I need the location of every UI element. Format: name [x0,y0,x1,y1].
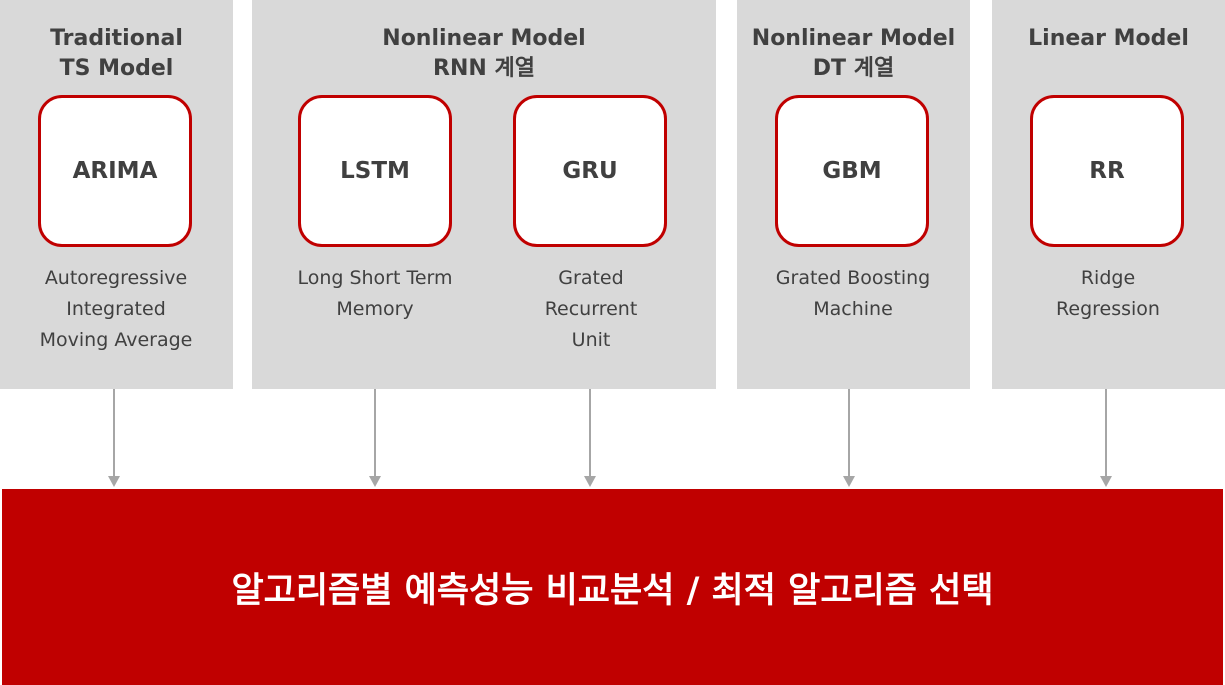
model-description-gru: Grated Recurrent Unit [544,267,638,351]
arrow-down-icon [584,389,596,487]
group-title: Traditional TS Model [50,26,183,81]
result-banner: 알고리즘별 예측성능 비교분석 / 최적 알고리즘 선택 [2,489,1223,685]
model-box-arima: ARIMA [38,95,192,247]
group-panel-rnn: Nonlinear Model RNN 계열 LSTM Long Short T… [252,0,716,389]
arrow-down-icon [1100,389,1112,487]
group-panel-dt: Nonlinear Model DT 계열 GBM Grated Boostin… [737,0,970,389]
group-title: Nonlinear Model DT 계열 [751,26,956,81]
model-box-rr: RR [1030,95,1184,247]
arrow-down-icon [108,389,120,487]
result-label: 알고리즘별 예측성능 비교분석 / 최적 알고리즘 선택 [231,570,994,611]
model-box-gru: GRU [513,95,667,247]
group-title: Linear Model [1028,26,1189,51]
model-description-gbm: Grated Boosting Machine [775,267,931,320]
model-box-lstm: LSTM [298,95,452,247]
group-panel-linear: Linear Model RR Ridge Regression [992,0,1225,389]
model-box-gbm: GBM [775,95,929,247]
model-description-lstm: Long Short Term Memory [297,267,453,320]
model-description-rr: Ridge Regression [1056,267,1160,320]
arrow-down-icon [369,389,381,487]
arrow-down-icon [843,389,855,487]
group-title: Nonlinear Model RNN 계열 [382,26,586,81]
model-description-arima: Autoregressive Integrated Moving Average [39,267,193,351]
group-panel-traditional: Traditional TS Model ARIMA Autoregressiv… [0,0,233,389]
